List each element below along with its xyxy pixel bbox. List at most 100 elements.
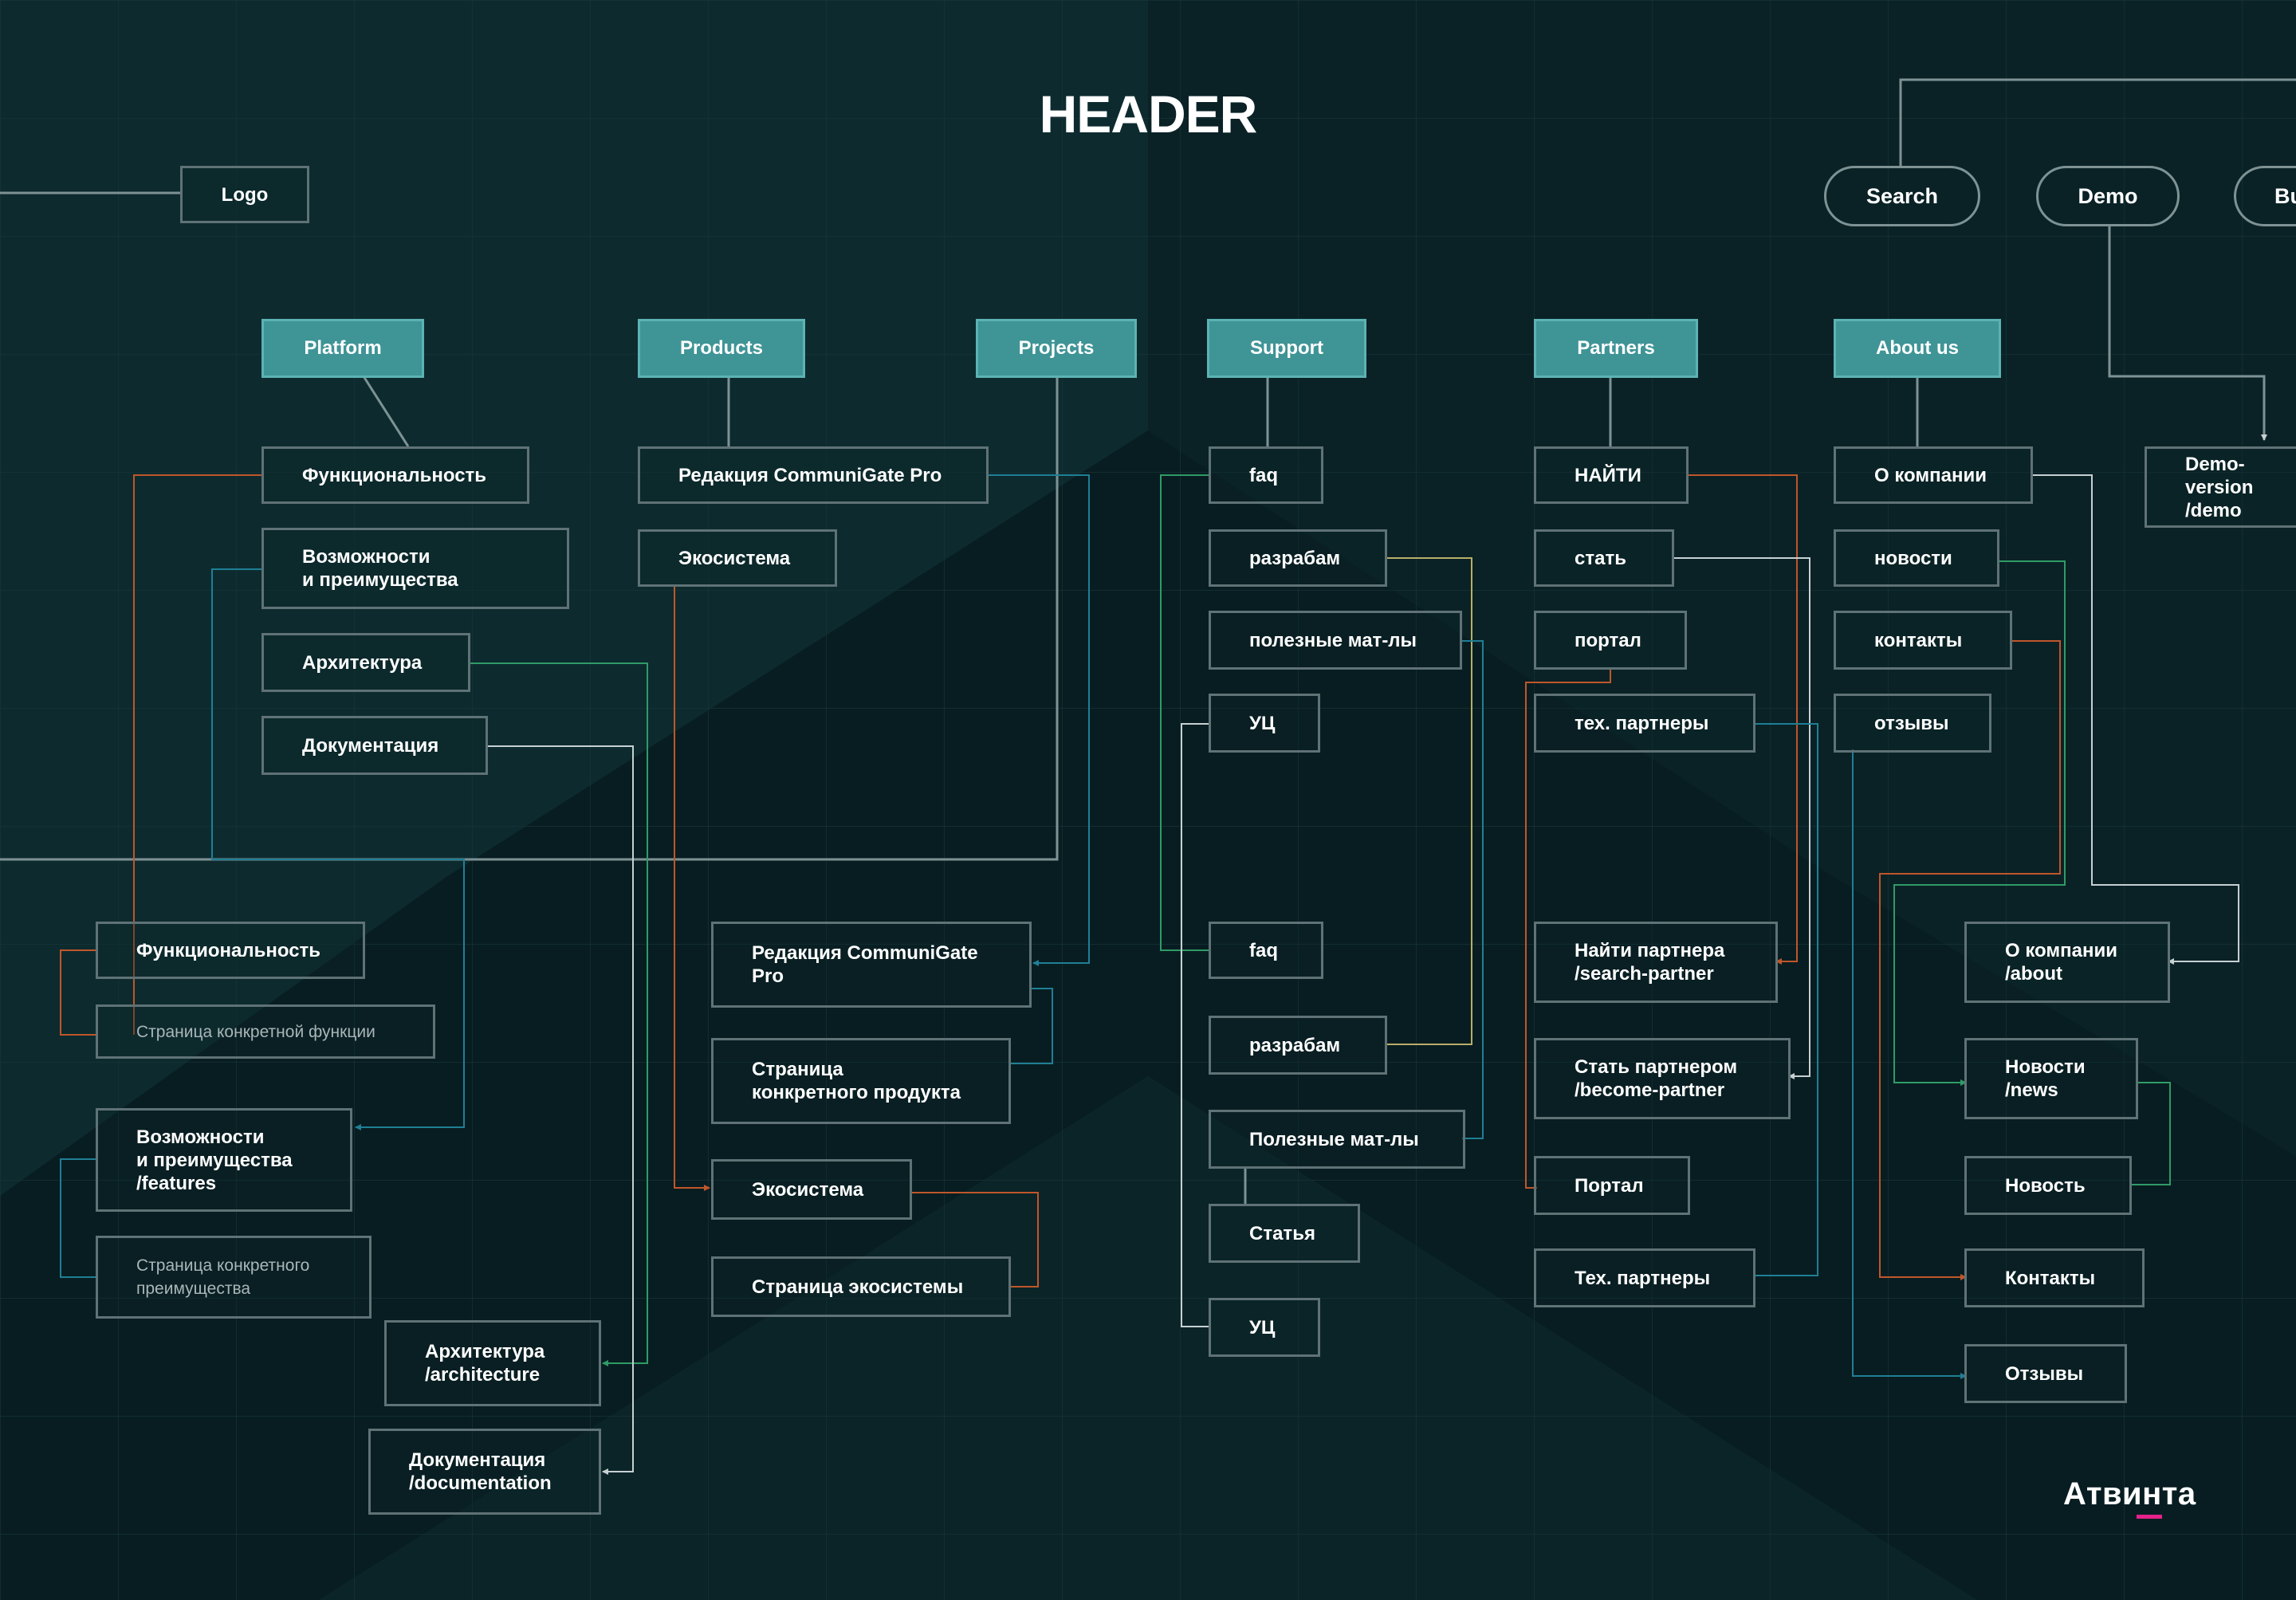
demo-label: Demo: [2078, 183, 2138, 208]
support-page[interactable]: faq: [1209, 922, 1323, 979]
demo-page-label: Demo-version /demo: [2185, 453, 2254, 521]
support-item-label: УЦ: [1249, 712, 1276, 734]
products-item[interactable]: Экосистема: [638, 529, 837, 587]
top-projects-label: Projects: [1018, 337, 1095, 359]
platform-page-label: Возможности и преимущества /features: [136, 1126, 293, 1194]
support-item[interactable]: faq: [1209, 446, 1323, 504]
platform-item[interactable]: Документация: [261, 716, 488, 775]
partners-item-label: тех. партнеры: [1575, 712, 1709, 734]
about-page[interactable]: Контакты: [1964, 1248, 2145, 1307]
platform-item[interactable]: Функциональность: [261, 446, 529, 504]
products-page-label: Страница конкретного продукта: [752, 1059, 961, 1103]
search-pill[interactable]: Search: [1824, 166, 1980, 226]
partners-page-label: Найти партнера /search-partner: [1575, 940, 1725, 985]
partners-page[interactable]: Тех. партнеры: [1534, 1248, 1755, 1307]
platform-item[interactable]: Возможности и преимущества: [261, 528, 569, 609]
support-page[interactable]: УЦ: [1209, 1298, 1320, 1357]
about-page-label: Новости /news: [2005, 1056, 2086, 1101]
platform-page[interactable]: Функциональность: [96, 922, 365, 979]
partners-item-label: НАЙТИ: [1575, 464, 1641, 486]
platform-page-label: Страница конкретного преимущества: [136, 1256, 310, 1298]
top-support-label: Support: [1250, 337, 1323, 359]
platform-page[interactable]: Документация /documentation: [368, 1429, 601, 1515]
top-about[interactable]: About us: [1834, 319, 2001, 378]
clipped-pill-label: Bu: [2274, 183, 2296, 208]
partners-page[interactable]: Найти партнера /search-partner: [1534, 922, 1778, 1003]
partners-page[interactable]: Стать партнером /become-partner: [1534, 1038, 1791, 1119]
products-item-label: Редакция CommuniGate Pro: [678, 464, 942, 486]
about-item-label: новости: [1874, 547, 1952, 569]
about-page[interactable]: Новость: [1964, 1156, 2132, 1215]
platform-page-label: Архитектура /architecture: [425, 1341, 545, 1386]
products-item[interactable]: Редакция CommuniGate Pro: [638, 446, 989, 504]
about-item[interactable]: отзывы: [1834, 694, 1991, 753]
brand-accent-mark: [2137, 1515, 2162, 1519]
about-page-label: О компании /about: [2005, 940, 2117, 985]
partners-item[interactable]: портал: [1534, 611, 1687, 670]
platform-page[interactable]: Страница конкретной функции: [96, 1004, 435, 1059]
support-item[interactable]: УЦ: [1209, 694, 1320, 753]
support-page-label: разрабам: [1249, 1034, 1341, 1056]
support-page[interactable]: разрабам: [1209, 1016, 1387, 1075]
about-item[interactable]: контакты: [1834, 611, 2012, 670]
partners-page[interactable]: Портал: [1534, 1156, 1690, 1215]
platform-item-label: Функциональность: [302, 464, 487, 486]
about-page-label: Отзывы: [2005, 1362, 2084, 1385]
search-label: Search: [1866, 183, 1939, 208]
top-support[interactable]: Support: [1207, 319, 1366, 378]
support-item[interactable]: полезные мат-лы: [1209, 611, 1462, 670]
partners-page-label: Портал: [1575, 1174, 1644, 1197]
support-page-label: Полезные мат-лы: [1249, 1128, 1419, 1150]
partners-item[interactable]: НАЙТИ: [1534, 446, 1689, 504]
about-item[interactable]: О компании: [1834, 446, 2033, 504]
products-page[interactable]: Страница экосистемы: [711, 1256, 1011, 1317]
top-about-label: About us: [1876, 337, 1959, 359]
support-item[interactable]: разрабам: [1209, 529, 1387, 587]
about-item-label: отзывы: [1874, 712, 1949, 734]
top-partners[interactable]: Partners: [1534, 319, 1698, 378]
logo-box[interactable]: Logo: [180, 166, 309, 223]
partners-page-label: Тех. партнеры: [1575, 1267, 1711, 1289]
products-page[interactable]: Экосистема: [711, 1159, 912, 1220]
partners-item-label: портал: [1575, 629, 1641, 651]
support-item-label: faq: [1249, 464, 1278, 486]
top-platform[interactable]: Platform: [261, 319, 424, 378]
products-page[interactable]: Редакция CommuniGate Pro: [711, 922, 1032, 1008]
top-partners-label: Partners: [1577, 337, 1655, 359]
support-page[interactable]: Полезные мат-лы: [1209, 1110, 1465, 1169]
support-page-label: Статья: [1249, 1222, 1315, 1244]
brand-logo: Атвинта: [2063, 1476, 2196, 1512]
about-item[interactable]: новости: [1834, 529, 1999, 587]
clipped-pill[interactable]: Bu: [2234, 166, 2296, 226]
about-item-label: контакты: [1874, 629, 1963, 651]
top-projects[interactable]: Projects: [976, 319, 1137, 378]
platform-page[interactable]: Архитектура /architecture: [384, 1320, 601, 1406]
about-page-label: Контакты: [2005, 1267, 2096, 1289]
logo-label: Logo: [221, 183, 269, 206]
about-page[interactable]: Отзывы: [1964, 1344, 2127, 1403]
partners-item[interactable]: стать: [1534, 529, 1674, 587]
platform-page[interactable]: Страница конкретного преимущества: [96, 1236, 372, 1319]
about-page[interactable]: Новости /news: [1964, 1038, 2138, 1119]
products-page-label: Экосистема: [752, 1178, 864, 1201]
platform-page-label: Функциональность: [136, 939, 321, 961]
partners-item[interactable]: тех. партнеры: [1534, 694, 1755, 753]
partners-page-label: Стать партнером /become-partner: [1575, 1056, 1738, 1101]
platform-item[interactable]: Архитектура: [261, 633, 470, 692]
about-page[interactable]: О компании /about: [1964, 922, 2170, 1003]
about-item-label: О компании: [1874, 464, 1987, 486]
support-page-label: faq: [1249, 939, 1278, 961]
partners-item-label: стать: [1575, 547, 1626, 569]
support-page[interactable]: Статья: [1209, 1204, 1360, 1263]
support-page-label: УЦ: [1249, 1316, 1276, 1339]
top-products-label: Products: [679, 337, 763, 359]
platform-page[interactable]: Возможности и преимущества /features: [96, 1108, 352, 1212]
platform-page-label: Страница конкретной функции: [136, 1022, 375, 1041]
demo-page[interactable]: Demo-version /demo: [2145, 446, 2296, 528]
top-products[interactable]: Products: [638, 319, 805, 378]
platform-item-label: Документация: [302, 734, 439, 757]
demo-pill[interactable]: Demo: [2036, 166, 2180, 226]
products-page[interactable]: Страница конкретного продукта: [711, 1038, 1011, 1124]
